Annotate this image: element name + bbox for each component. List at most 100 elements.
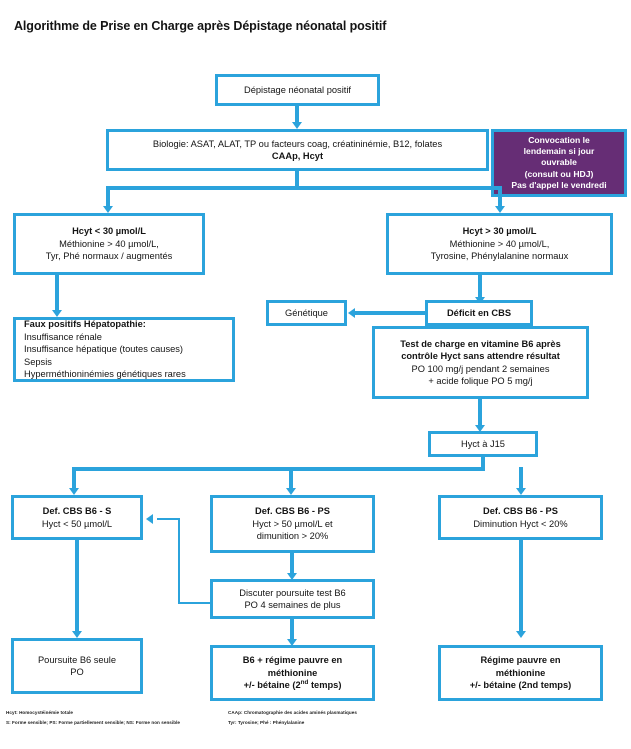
node-diet-only-line3: +/- bétaine (2nd temps): [469, 680, 572, 691]
node-b6-diet-line1: B6 + régime pauvre en: [242, 655, 343, 666]
node-cbs-b6-s: Def. CBS B6 - S Hyct < 50 µmol/L: [11, 495, 143, 540]
node-b6-test-line4: + acide folique PO 5 mg/j: [428, 375, 533, 386]
connector-mid-to-discuss: [290, 553, 294, 575]
node-hcyt-high: Hcyt > 30 µmol/L Méthionine > 40 µmol/L,…: [386, 213, 613, 275]
node-cbs-b6-ps-mid-line2: Hyct > 50 µmol/L et: [252, 518, 333, 529]
node-hcyt-high-line3: Tyrosine, Phénylalanine normaux: [430, 251, 569, 262]
callout-line5: Pas d'appel le vendredi: [511, 179, 607, 190]
arrowhead-b6-diet: [286, 639, 297, 646]
node-callout-convocation: Convocation le lendemain si jour ouvrabl…: [491, 129, 627, 197]
connector-cbs-to-genetics: [355, 311, 427, 315]
footnote-forms: S: Forme sensible; PS: Forme partielleme…: [6, 720, 181, 725]
node-biology: Biologie: ASAT, ALAT, TP ou facteurs coa…: [106, 129, 489, 171]
connector-right-to-diet: [519, 540, 523, 633]
node-hyct-j15-line1: Hyct à J15: [461, 438, 505, 449]
connector-cbs-s-to-b6-alone: [75, 540, 79, 633]
arrowhead-falsepos: [51, 310, 62, 317]
arrowhead-hcyt-high: [494, 206, 505, 213]
connector-screening-to-biology: [295, 106, 299, 123]
connector-split-bus: [106, 186, 502, 190]
node-b6-test-line1: Test de charge en vitamine B6 après: [400, 338, 561, 349]
node-false-positives-line2: Insuffisance rénale: [24, 331, 102, 342]
node-discuss-b6-line1: Discuter poursuite test B6: [239, 587, 346, 598]
node-hcyt-high-line2: Méthionine > 40 µmol/L,: [449, 238, 550, 249]
node-discuss-b6: Discuter poursuite test B6 PO 4 semaines…: [210, 579, 375, 619]
arrowhead-j15: [474, 425, 485, 432]
node-hcyt-low-line1: Hcyt < 30 µmol/L: [72, 226, 146, 237]
node-cbs-b6-s-line2: Hyct < 50 µmol/L: [41, 518, 113, 529]
callout-line2: lendemain si jour: [523, 146, 595, 157]
node-cbs-b6-ps-right: Def. CBS B6 - PS Diminution Hyct < 20%: [438, 495, 603, 540]
node-b6-diet-line2: méthionine: [267, 667, 318, 678]
node-hcyt-low-line2: Méthionine > 40 µmol/L,: [59, 238, 159, 249]
node-diet-only-line1: Régime pauvre en: [480, 655, 561, 666]
footnote-tyr-phe: Tyr: Tyrosine; Phé : Phénylalanine: [228, 720, 305, 725]
node-cbs-deficit-line1: Déficit en CBS: [446, 307, 512, 318]
node-b6-test: Test de charge en vitamine B6 après cont…: [372, 326, 589, 399]
arrowhead-cbs-ps-mid: [285, 488, 296, 495]
node-cbs-b6-ps-right-line2: Diminution Hyct < 20%: [473, 518, 568, 529]
connector-discuss-feedback-horizontal-top: [157, 518, 180, 520]
node-false-positives-line4: Sepsis: [24, 356, 52, 367]
node-biology-line2: CAAp, Hcyt: [271, 151, 324, 161]
arrowhead-b6-alone: [71, 631, 82, 638]
connector-bus-to-cbs-ps-mid: [289, 467, 293, 490]
connector-j15-stem: [481, 457, 485, 469]
footnote-hcyt: Hcyt: Homocystéinémie totale: [6, 710, 74, 715]
node-b6-diet: B6 + régime pauvre en méthionine +/- bét…: [210, 645, 375, 701]
arrowhead-biology: [291, 122, 302, 129]
node-b6-alone-line1: Poursuite B6 seule: [37, 654, 117, 665]
arrowhead-genetics: [348, 307, 355, 318]
connector-bus-right-corner: [481, 467, 485, 471]
node-b6-test-line2: contrôle Hyct sans attendre résultat: [401, 351, 560, 362]
node-biology-line1: Biologie: ASAT, ALAT, TP ou facteurs coa…: [152, 138, 443, 149]
arrowhead-feedback-to-cbs-s: [146, 513, 153, 524]
node-cbs-b6-ps-mid-line3: dimunition > 20%: [256, 531, 329, 542]
callout-line3: ouvrable: [541, 157, 577, 168]
node-genetics: Génétique: [266, 300, 347, 326]
footnote-caap: CAAp: Chromatographie des acides aminés …: [228, 710, 357, 715]
node-false-positives-line3: Insuffisance hépatique (toutes causes): [24, 344, 184, 355]
node-screening: Dépistage néonatal positif: [215, 74, 380, 106]
connector-discuss-feedback-horizontal-bottom: [178, 602, 212, 604]
connector-bus-to-cbs-ps-right: [519, 467, 523, 490]
arrowhead-hcyt-low: [102, 206, 113, 213]
node-genetics-line1: Génétique: [285, 307, 328, 318]
connector-discuss-to-b6-diet: [290, 619, 294, 641]
connector-biology-stem: [295, 171, 299, 187]
connector-bus-to-hcyt-low: [106, 186, 110, 208]
node-screening-line1: Dépistage néonatal positif: [244, 84, 351, 95]
connector-b6test-to-j15: [478, 399, 482, 427]
node-hcyt-low: Hcyt < 30 µmol/L Méthionine > 40 µmol/L,…: [13, 213, 205, 275]
page-title: Algorithme de Prise en Charge après Dépi…: [14, 19, 387, 33]
connector-bus-to-cbs-s: [72, 467, 76, 490]
node-diet-only: Régime pauvre en méthionine +/- bétaine …: [438, 645, 603, 701]
node-b6-alone-line2: PO: [70, 667, 84, 677]
connector-bus-to-hcyt-high: [498, 186, 502, 208]
node-cbs-b6-s-line1: Def. CBS B6 - S: [42, 506, 112, 517]
node-false-positives: Faux positifs Hépatopathie: Insuffisance…: [13, 317, 235, 382]
node-diet-only-line2: méthionine: [495, 667, 546, 678]
callout-line1: Convocation le: [528, 134, 590, 145]
node-cbs-b6-ps-mid: Def. CBS B6 - PS Hyct > 50 µmol/L et dim…: [210, 495, 375, 553]
node-b6-diet-ordinal-suffix: nd: [300, 679, 309, 687]
node-discuss-b6-line2: PO 4 semaines de plus: [244, 600, 341, 610]
connector-hcytlow-to-falsepos: [55, 275, 59, 312]
node-b6-test-line3: PO 100 mg/j pendant 2 semaines: [411, 363, 550, 374]
node-cbs-b6-ps-mid-line1: Def. CBS B6 - PS: [255, 506, 330, 517]
node-cbs-b6-ps-right-line1: Def. CBS B6 - PS: [483, 506, 558, 517]
node-hcyt-low-line3: Tyr, Phé normaux / augmentés: [45, 251, 173, 262]
arrowhead-discuss: [286, 573, 297, 580]
connector-threeway-bus: [72, 467, 485, 471]
node-false-positives-line5: Hyperméthioninémies génétiques rares: [24, 369, 186, 380]
node-b6-diet-line3-pre: +/- bétaine (2: [243, 680, 301, 691]
node-cbs-deficit: Déficit en CBS: [425, 300, 533, 326]
callout-line4: (consult ou HDJ): [524, 168, 594, 179]
node-b6-diet-line3: +/- bétaine (2nd temps): [244, 679, 342, 691]
node-b6-alone: Poursuite B6 seule PO: [11, 638, 143, 694]
node-b6-diet-line3-post: temps): [308, 680, 342, 691]
arrowhead-cbs-ps-right: [515, 488, 526, 495]
node-false-positives-line1: Faux positifs Hépatopathie:: [24, 319, 146, 330]
connector-discuss-feedback-vertical: [178, 518, 180, 604]
